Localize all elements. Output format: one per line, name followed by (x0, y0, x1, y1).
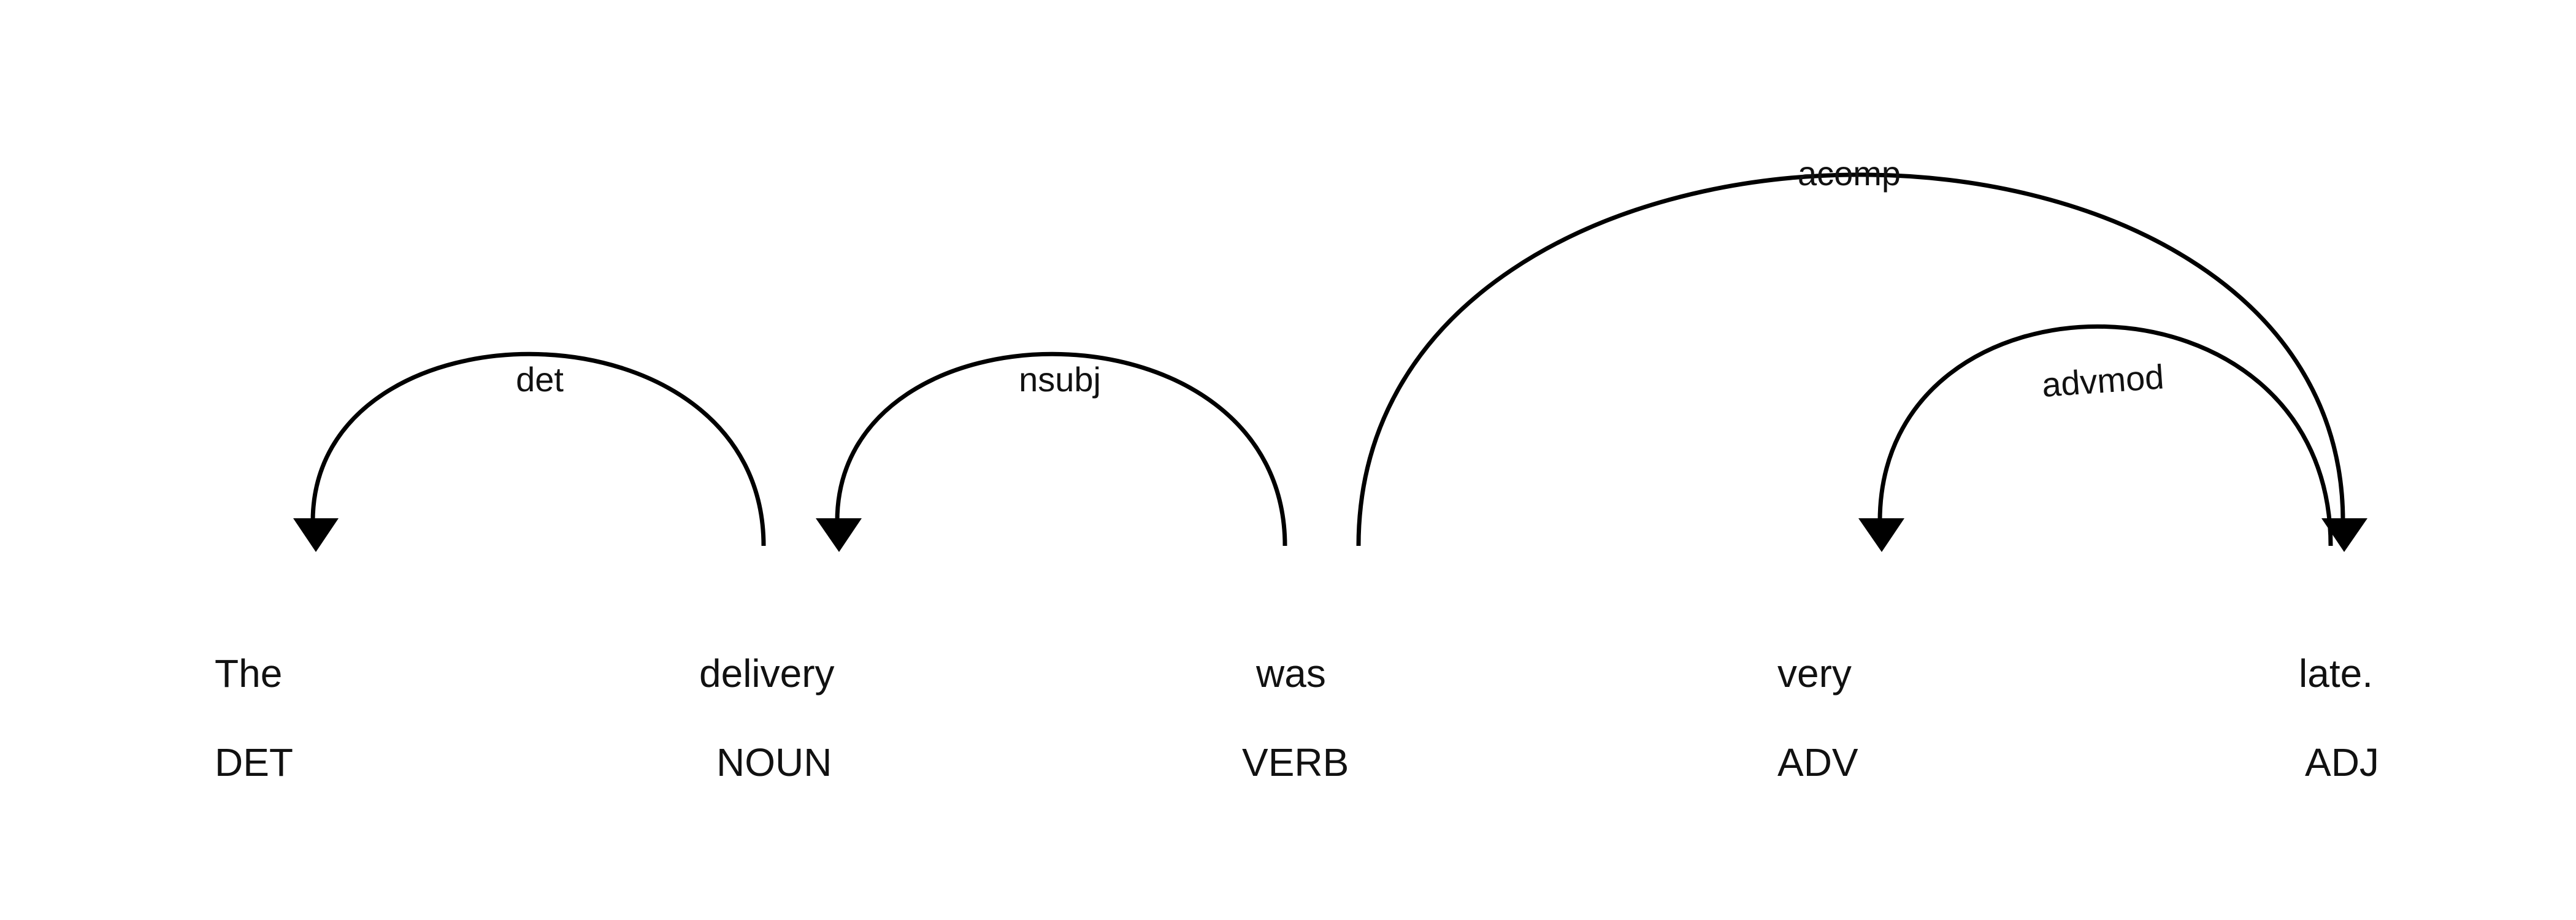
token-word: very (1777, 651, 1852, 696)
arc-acomp-label: acomp (1798, 154, 1901, 193)
token-1: delivery NOUN (699, 651, 835, 784)
token-pos-tag: NOUN (716, 740, 832, 784)
arc-acomp-curve (1356, 172, 2345, 546)
arc-advmod: advmod (1858, 324, 2333, 552)
arc-det: det (293, 351, 766, 552)
token-0: The DET (215, 651, 293, 784)
token-word: was (1255, 651, 1326, 696)
token-3: very ADV (1777, 651, 1858, 784)
token-word: delivery (699, 651, 835, 696)
arc-acomp-arrowhead (2321, 518, 2367, 552)
arc-advmod-curve (1877, 324, 2333, 546)
arc-nsubj-curve (835, 351, 1287, 546)
token-pos-tag: DET (215, 740, 293, 784)
arc-nsubj-arrowhead (816, 518, 862, 552)
arc-acomp: acomp (1356, 154, 2367, 552)
token-pos-tag: ADV (1777, 740, 1858, 784)
token-pos-tag: VERB (1242, 740, 1349, 784)
token-pos-tag: ADJ (2305, 740, 2379, 784)
token-word: late. (2299, 651, 2373, 696)
arc-det-curve (310, 351, 766, 546)
arc-advmod-arrowhead (1858, 518, 1904, 552)
token-4: late. ADJ (2299, 651, 2379, 784)
token-word: The (215, 651, 282, 696)
token-2: was VERB (1242, 651, 1349, 784)
arc-advmod-label: advmod (2041, 357, 2165, 404)
arc-det-arrowhead (293, 518, 339, 552)
arc-nsubj-label: nsubj (1019, 360, 1101, 399)
arc-det-label: det (516, 360, 564, 399)
arc-nsubj: nsubj (816, 351, 1287, 552)
